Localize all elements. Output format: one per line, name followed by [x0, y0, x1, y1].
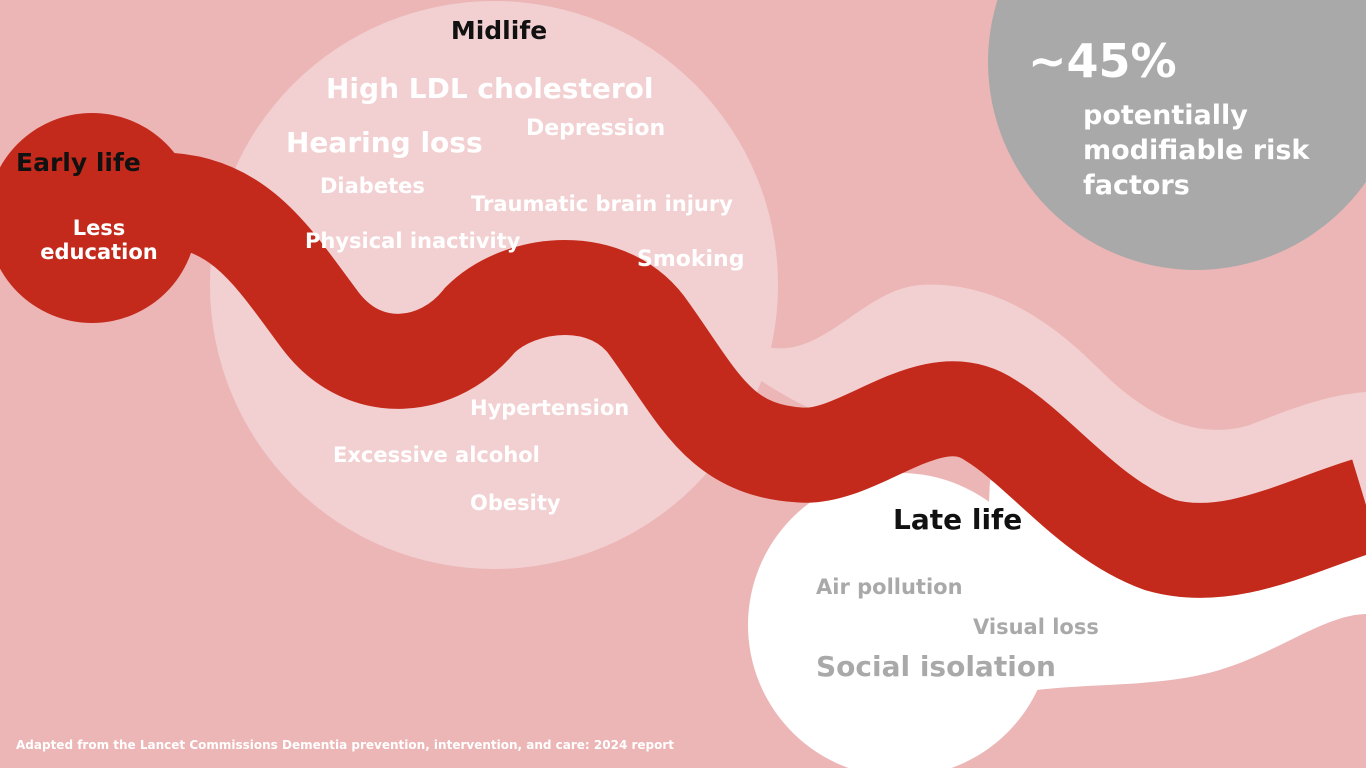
factor-hypertension: Hypertension [470, 396, 630, 420]
factor-depression: Depression [526, 116, 666, 141]
midlife-title: Midlife [450, 16, 548, 45]
risk-river [157, 152, 1366, 598]
factor-physical-inactivity: Physical inactivity [305, 229, 521, 253]
early-life-circle [0, 113, 197, 323]
factor-obesity: Obesity [470, 491, 561, 515]
factor-diabetes: Diabetes [320, 174, 425, 198]
stat-label: potentially modifiable risk factors [1083, 100, 1310, 201]
factor-visual-loss: Visual loss [973, 615, 1099, 639]
late-life-circle [748, 473, 1052, 768]
factor-excessive-alcohol: Excessive alcohol [333, 443, 540, 467]
factor-high-ldl-cholesterol: High LDL cholesterol [326, 72, 654, 105]
factor-hearing-loss: Hearing loss [286, 126, 483, 159]
stat-circle [988, 0, 1366, 270]
early-life-title: Early life [16, 148, 141, 177]
stat-value: ~45% [1028, 34, 1177, 88]
factor-traumatic-brain-injury: Traumatic brain injury [471, 192, 733, 216]
less-education-label: Less education [40, 216, 158, 264]
factor-air-pollution: Air pollution [816, 575, 963, 599]
late-life-title: Late life [893, 503, 1023, 536]
source-footnote: Adapted from the Lancet Commissions Deme… [16, 738, 675, 752]
factor-social-isolation: Social isolation [816, 650, 1056, 683]
factor-smoking: Smoking [637, 247, 745, 272]
